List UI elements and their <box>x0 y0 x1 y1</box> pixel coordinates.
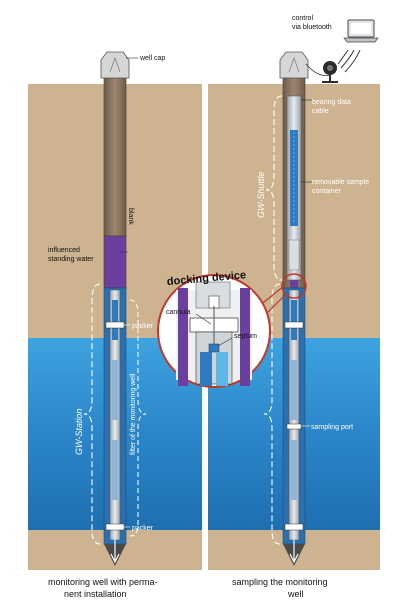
right-caption-line1: sampling the monitoring <box>232 577 328 587</box>
bluetooth-signal-icon <box>337 49 361 73</box>
left-well-cap <box>100 51 130 79</box>
packer-bottom-label: packer <box>132 525 154 532</box>
right-caption-line2: well <box>287 589 304 599</box>
blank-label: blank <box>127 208 134 225</box>
influenced-label-line1: influenced <box>48 247 80 254</box>
control-label-line1: control <box>292 15 313 22</box>
docking-detail <box>157 273 307 388</box>
right-sampling-port <box>286 423 302 430</box>
gw-shuttle-label: GW-Shuttle <box>256 172 266 218</box>
sampling-port-label: sampling port <box>311 424 353 431</box>
bearing-label-line1: bearing data <box>312 99 351 106</box>
left-standing-water <box>103 235 127 289</box>
cannula-label: cannula <box>166 309 191 316</box>
bluetooth-transmitter-icon <box>305 61 338 83</box>
right-brace-station <box>263 283 281 545</box>
docking-small-circle <box>281 273 307 299</box>
right-panel <box>208 19 380 570</box>
septum-label: septum <box>234 333 257 340</box>
left-well-casing <box>103 77 127 237</box>
right-well-cap <box>279 51 309 79</box>
removable-label-line1: removable sample <box>312 179 369 186</box>
control-label-line2: via bluetooth <box>292 24 332 31</box>
removable-label-line2: container <box>312 188 341 195</box>
right-brace-shuttle <box>265 95 283 281</box>
influenced-label-line2: standing water <box>48 256 94 263</box>
left-brace-station <box>83 283 101 545</box>
docking-zoom-content <box>176 281 252 386</box>
filter-label: filter of the monitoring well <box>130 373 137 455</box>
packer-top-label: packer <box>132 323 154 330</box>
left-caption-line2: nent installation <box>64 589 127 599</box>
left-brace-filter <box>129 299 147 537</box>
well-cap-label: well cap <box>139 55 165 62</box>
gw-station-label: GW-Station <box>74 409 84 455</box>
laptop-icon <box>343 19 379 43</box>
left-caption-line1: monitoring well with perma- <box>48 577 158 587</box>
bearing-label-line2: cable <box>312 108 329 115</box>
